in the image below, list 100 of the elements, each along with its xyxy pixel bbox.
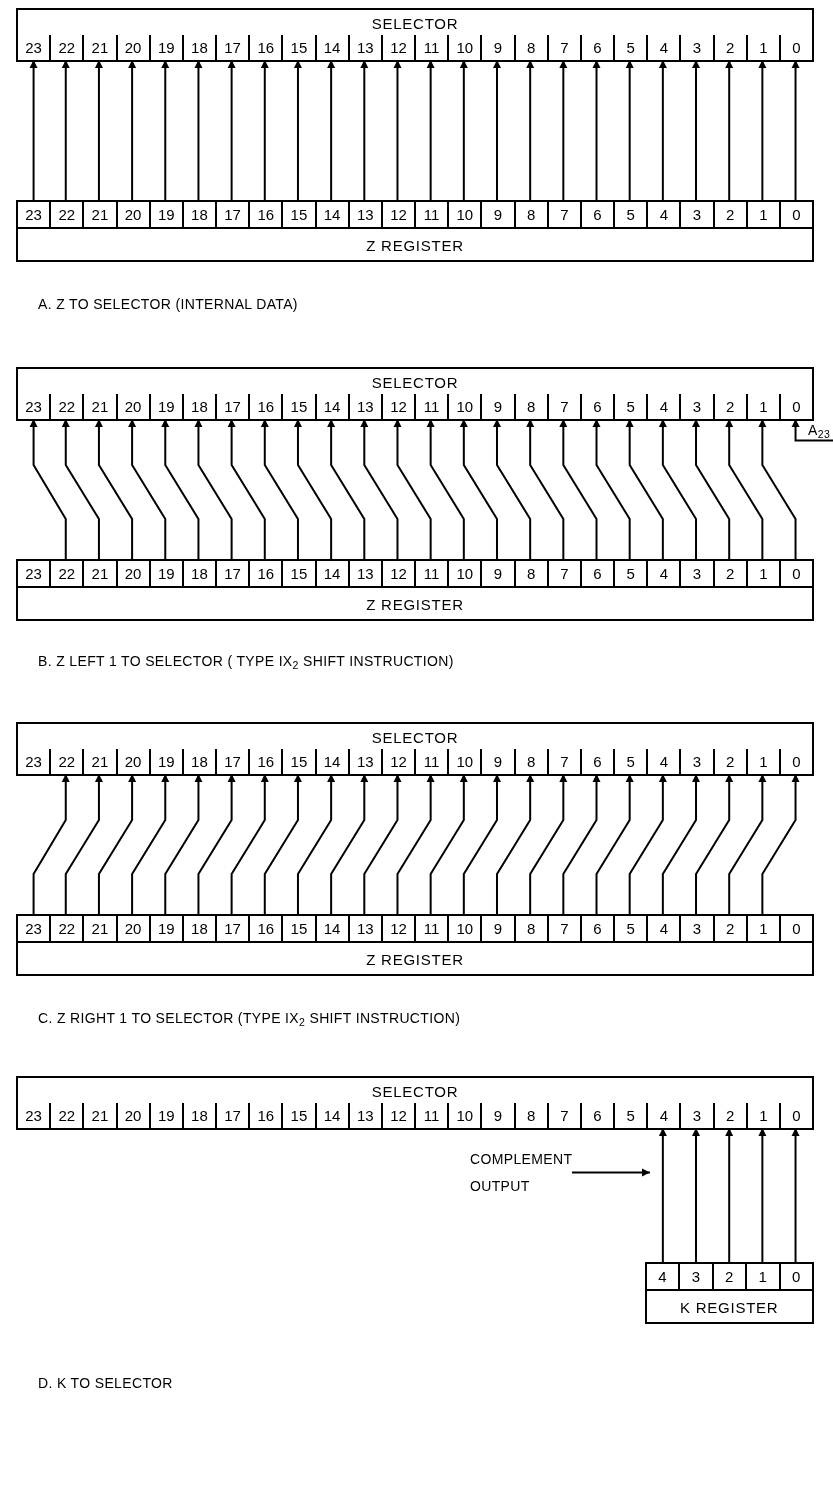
bit-cell: 2	[712, 202, 746, 227]
register-box	[16, 559, 814, 621]
arrow	[725, 418, 764, 562]
bit-cell: 15	[281, 35, 315, 60]
bit-cell: 9	[480, 394, 514, 419]
bit-cell: 2	[712, 561, 746, 586]
arrow	[161, 59, 170, 203]
bit-cell: 22	[49, 749, 83, 774]
bit-cell: 13	[347, 561, 381, 586]
bit-cell: 11	[414, 916, 448, 941]
bit-cell: 12	[380, 202, 415, 227]
bit-cell: 1	[745, 1264, 779, 1289]
arrow	[363, 773, 402, 917]
bit-cell: 18	[181, 1103, 216, 1128]
bit-cell: 13	[347, 1103, 381, 1128]
bit-cell: 7	[546, 202, 580, 227]
bit-cell: 17	[215, 916, 249, 941]
bit-cell: 2	[712, 916, 746, 941]
bit-cell: 0	[778, 35, 813, 60]
box-title: Z REGISTER	[18, 941, 812, 974]
bit-cell: 10	[447, 1103, 481, 1128]
arrow	[94, 418, 134, 562]
bit-cell: 11	[414, 394, 448, 419]
bit-cell: 18	[181, 749, 216, 774]
bit-cell: 16	[248, 561, 282, 586]
bit-cell: 19	[148, 1103, 182, 1128]
bit-cell: 2	[712, 1103, 746, 1128]
selector-box	[16, 1076, 814, 1130]
bit-cell: 12	[380, 749, 415, 774]
box-title: Z REGISTER	[18, 586, 812, 619]
bit-cell: 9	[480, 916, 514, 941]
bit-cell: 19	[148, 394, 182, 419]
arrow	[526, 59, 535, 203]
arrow	[526, 418, 565, 562]
bit-cell: 4	[646, 916, 680, 941]
bit-cell: 13	[347, 394, 381, 419]
bit-cell: 9	[480, 749, 514, 774]
bit-cell: 14	[314, 202, 348, 227]
bit-cell: 13	[347, 202, 381, 227]
bit-cell: 8	[513, 202, 547, 227]
bit-cell: 1	[745, 35, 779, 60]
bit-cell: 8	[513, 1103, 547, 1128]
bit-cell: 9	[480, 1103, 514, 1128]
arrow	[761, 773, 800, 917]
bit-cell: 18	[181, 35, 216, 60]
bit-cell: 21	[82, 916, 116, 941]
bit-cell: 16	[248, 1103, 282, 1128]
bit-cell: 3	[679, 202, 713, 227]
bit-cell: 10	[447, 561, 481, 586]
bit-cell: 4	[646, 561, 680, 586]
bit-cell: 22	[49, 202, 83, 227]
register-box	[16, 914, 814, 976]
arrow	[393, 418, 432, 562]
bit-cell: 7	[546, 561, 580, 586]
arrow	[592, 418, 631, 562]
arrow	[695, 773, 734, 917]
bit-cell: 16	[248, 35, 282, 60]
arrow	[459, 418, 498, 562]
arrow	[164, 773, 203, 917]
bit-cell: 7	[546, 35, 580, 60]
bit-cell: 3	[679, 35, 713, 60]
bit-cell: 7	[546, 394, 580, 419]
arrow	[595, 773, 634, 917]
arrow	[360, 59, 369, 203]
bit-cell: 8	[513, 35, 547, 60]
register-box	[644, 1262, 814, 1324]
bit-cell: 11	[414, 561, 448, 586]
bit-cell: 4	[646, 394, 680, 419]
bit-cell: 6	[579, 35, 614, 60]
arrow	[758, 59, 767, 203]
bit-cell: 9	[480, 561, 514, 586]
bit-cell: 14	[314, 561, 348, 586]
arrow	[658, 59, 667, 203]
bit-cell: 0	[778, 1264, 812, 1289]
arrow	[161, 418, 200, 562]
bit-cell: 13	[347, 35, 381, 60]
bit-cell: 22	[49, 561, 83, 586]
arrow	[29, 418, 67, 562]
bit-cell: 16	[248, 916, 282, 941]
bit-cell: 15	[281, 202, 315, 227]
arrow	[194, 59, 203, 203]
bit-cell: 16	[248, 749, 282, 774]
bit-cell: 2	[712, 394, 746, 419]
bit-cell: 8	[513, 916, 547, 941]
bit-cell: 20	[115, 561, 149, 586]
bit-cell: 5	[613, 916, 647, 941]
arrow	[429, 773, 468, 917]
bit-cell: 5	[613, 202, 647, 227]
bit-cell: 6	[579, 749, 614, 774]
bit-cell: 10	[447, 916, 481, 941]
arrow	[128, 59, 137, 203]
arrow	[692, 1127, 700, 1265]
bit-cell: 17	[215, 1103, 249, 1128]
bit-cell: 14	[314, 394, 348, 419]
bit-cell: 18	[181, 202, 216, 227]
bit-cell: 0	[778, 394, 813, 419]
arrow	[571, 1168, 651, 1177]
bit-cell: 1	[745, 394, 779, 419]
bit-cell: 23	[18, 749, 50, 774]
arrow	[426, 59, 435, 203]
